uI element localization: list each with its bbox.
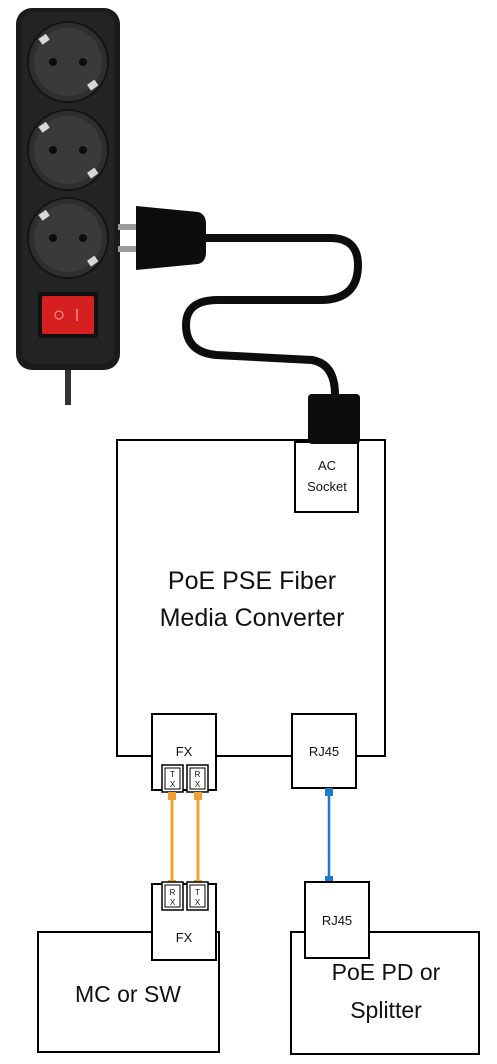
power-strip xyxy=(16,8,120,405)
power-plug xyxy=(118,206,206,270)
device-tx-label-t: T xyxy=(195,888,200,897)
fiber-links xyxy=(168,792,202,888)
ac-socket-label-line1: AC xyxy=(318,458,336,473)
converter-rj45-port: RJ45 xyxy=(291,713,357,789)
device-rx-label-x: X xyxy=(170,898,176,907)
poe-pd-label-line1: PoE PD or xyxy=(332,959,441,985)
converter-tx-label-t: T xyxy=(170,770,175,779)
ac-socket: AC Socket xyxy=(294,394,360,513)
mc-or-sw-label: MC or SW xyxy=(75,981,181,1007)
plug-pin-bottom xyxy=(118,246,142,252)
poe-pd-box xyxy=(290,931,480,1055)
device-rx-label-r: R xyxy=(170,888,176,897)
converter-fx-label: FX xyxy=(176,744,193,759)
device-rx-connector: R X xyxy=(161,881,184,911)
device-fx-label: FX xyxy=(176,930,193,945)
converter-rx-label-x: X xyxy=(195,780,201,789)
converter-rx-connector: R X xyxy=(186,764,209,793)
device-tx-label-x: X xyxy=(195,898,201,907)
plug-pin-top xyxy=(118,224,142,230)
device-rj45-label: RJ45 xyxy=(322,913,352,928)
plug-head xyxy=(136,206,206,270)
device-tx-connector: T X xyxy=(186,881,209,911)
power-switch-rocker xyxy=(42,296,94,334)
copper-link xyxy=(325,788,333,884)
ac-socket-label-line2: Socket xyxy=(307,479,347,494)
converter-tx-connector: T X xyxy=(161,764,184,793)
outlet-3 xyxy=(27,197,109,279)
converter-tx-label-x: X xyxy=(170,780,176,789)
poe-pd-label-line2: Splitter xyxy=(350,997,422,1023)
device-fx-port: FX R X T X xyxy=(151,881,217,961)
converter-rj45-label: RJ45 xyxy=(309,744,339,759)
converter-rx-label-r: R xyxy=(195,770,201,779)
converter-title-line2: Media Converter xyxy=(160,604,345,632)
outlet-1 xyxy=(27,21,109,103)
outlet-2 xyxy=(27,109,109,191)
power-switch xyxy=(38,292,98,338)
converter-title-line1: PoE PSE Fiber xyxy=(168,567,336,595)
power-cable xyxy=(182,234,362,399)
device-rj45-port: RJ45 xyxy=(304,881,370,959)
converter-fx-port: FX T X R X xyxy=(151,713,217,793)
